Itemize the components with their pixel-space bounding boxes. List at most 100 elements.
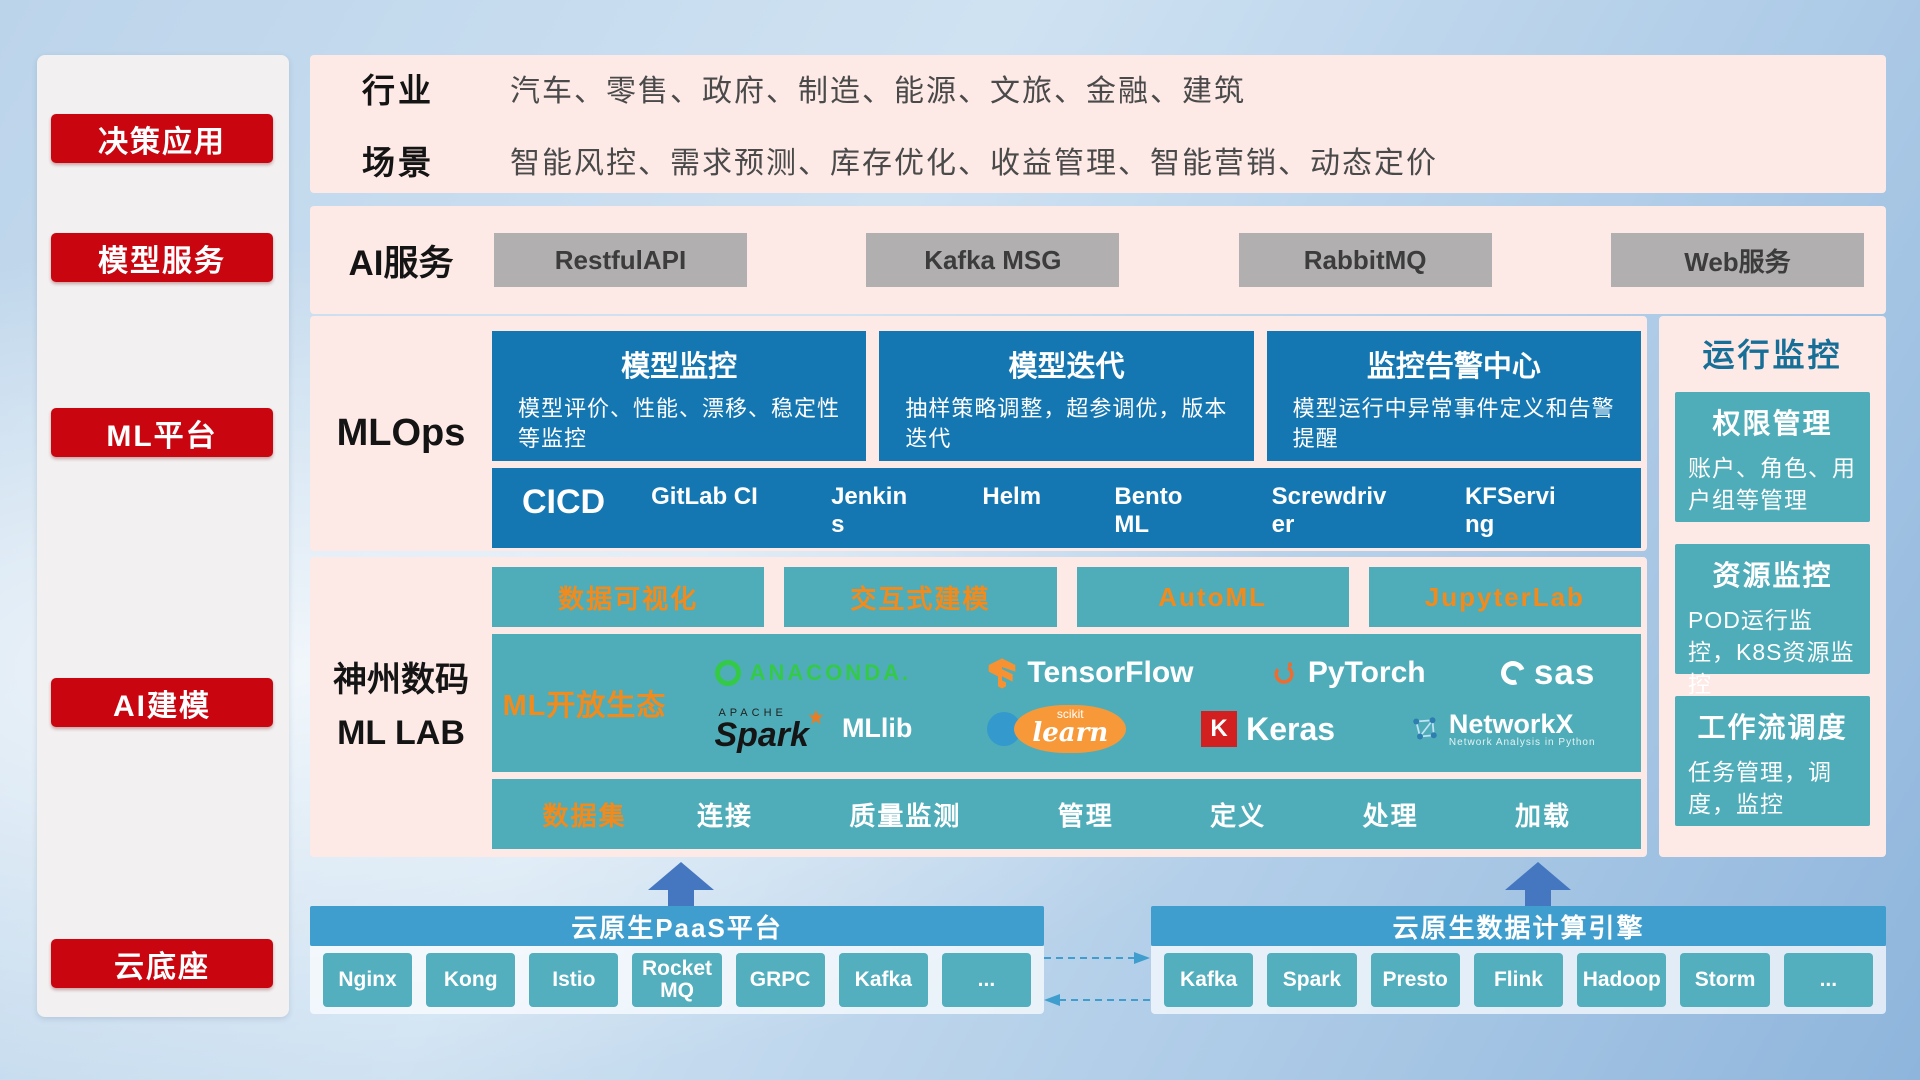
- networkx-icon: [1413, 717, 1437, 740]
- cicd-item-gitlab-ci: GitLab CI: [651, 483, 758, 510]
- cicd-bar: CICD GitLab CI Jenkins Helm BentoML Scre…: [492, 468, 1641, 548]
- networkx-label: NetworkX: [1448, 708, 1574, 739]
- engine-chip-kafka[interactable]: Kafka: [1164, 953, 1254, 1007]
- mllab-body: 数据可视化 交互式建模 AutoML JupyterLab ML开放生态 ANA…: [492, 557, 1647, 857]
- mllab-panel: 神州数码 ML LAB 数据可视化 交互式建模 AutoML JupyterLa…: [310, 557, 1647, 857]
- sidebar-item-ml-platform[interactable]: ML平台: [51, 408, 273, 457]
- dataset-items: 连接 质量监测 管理 定义 处理 加载: [677, 796, 1641, 833]
- ai-service-panel: AI服务 RestfulAPI Kafka MSG RabbitMQ Web服务: [310, 206, 1886, 314]
- engine-chip-more[interactable]: ...: [1783, 953, 1873, 1007]
- card-desc: 账户、角色、用户组等管理: [1688, 455, 1856, 514]
- paas-chip-kafka[interactable]: Kafka: [838, 953, 928, 1007]
- cicd-items: GitLab CI Jenkins Helm BentoML Screwdriv…: [651, 483, 1611, 538]
- mlops-card-model-iteration: 模型迭代 抽样策略调整，超参调优，版本迭代: [879, 331, 1254, 461]
- paas-bar: 云原生PaaS平台: [310, 906, 1044, 946]
- ml-ecosystem-logos: ANACONDA. TensorFlow: [677, 653, 1641, 753]
- mllab-label-line2: ML LAB: [337, 714, 465, 752]
- arrow-stem: [668, 890, 694, 906]
- card-title: 权限管理: [1712, 408, 1833, 439]
- keras-k-icon: K: [1201, 711, 1238, 747]
- sidebar-item-cloud-base[interactable]: 云底座: [51, 939, 273, 988]
- scikit-learn-label: learn: [1032, 718, 1109, 748]
- industry-panel: 行业 汽车、零售、政府、制造、能源、文旅、金融、建筑 场景 智能风控、需求预测、…: [310, 55, 1886, 193]
- service-button-restfulapi[interactable]: RestfulAPI: [494, 233, 747, 287]
- industry-row-label: 行业: [362, 72, 434, 109]
- engine-chip-spark[interactable]: Spark: [1267, 953, 1357, 1007]
- arrow-stem: [1525, 890, 1551, 906]
- sidebar-item-model-services[interactable]: 模型服务: [51, 233, 273, 282]
- engine-chip-hadoop[interactable]: Hadoop: [1577, 953, 1667, 1007]
- dataset-item-quality: 质量监测: [849, 800, 962, 831]
- ml-ecosystem-box: ML开放生态 ANACONDA. TensorFlow: [492, 634, 1641, 772]
- arrow-head: [1505, 862, 1571, 890]
- paas-chip-grpc[interactable]: GRPC: [735, 953, 825, 1007]
- spark-logo: APACHE Spark★: [714, 706, 825, 752]
- card-title: 资源监控: [1712, 560, 1833, 591]
- paas-chip-nginx[interactable]: Nginx: [323, 953, 413, 1007]
- engine-chip-flink[interactable]: Flink: [1473, 953, 1564, 1007]
- dataset-item-define: 定义: [1210, 800, 1267, 831]
- spark-apache-label: APACHE: [718, 706, 787, 719]
- card-desc: 抽样策略调整，超参调优，版本迭代: [905, 396, 1228, 451]
- ai-service-label: AI服务: [348, 243, 454, 283]
- sidebar-item-ai-modeling[interactable]: AI建模: [51, 678, 273, 727]
- ai-service-buttons: RestfulAPI Kafka MSG RabbitMQ Web服务: [492, 233, 1886, 287]
- paas-chip-kong[interactable]: Kong: [426, 953, 516, 1007]
- networkx-subtitle: Network Analysis in Python: [1448, 736, 1596, 748]
- tab-data-visualization[interactable]: 数据可视化: [492, 567, 765, 627]
- card-desc: 模型评价、性能、漂移、稳定性等监控: [518, 396, 841, 451]
- tab-automl[interactable]: AutoML: [1076, 567, 1349, 627]
- mlops-card-model-monitoring: 模型监控 模型评价、性能、漂移、稳定性等监控: [492, 331, 867, 461]
- runtime-monitor-title: 运行监控: [1702, 337, 1843, 373]
- tab-jupyterlab[interactable]: JupyterLab: [1368, 567, 1641, 627]
- dataset-item-manage: 管理: [1057, 800, 1114, 831]
- sidebar: 决策应用 模型服务 ML平台 AI建模 云底座: [37, 55, 289, 1017]
- scenario-row-label: 场景: [362, 144, 434, 181]
- mlops-card-alert-center: 监控告警中心 模型运行中异常事件定义和告警提醒: [1266, 331, 1641, 461]
- tab-interactive-modeling[interactable]: 交互式建模: [784, 567, 1057, 627]
- service-button-rabbitmq[interactable]: RabbitMQ: [1238, 233, 1492, 287]
- anaconda-icon: [714, 660, 741, 686]
- cicd-item-helm: Helm: [982, 483, 1042, 510]
- monitor-card-resources: 资源监控 POD运行监控，K8S资源监控: [1675, 544, 1870, 697]
- spark-mllib-logo: APACHE Spark★ MLlib: [714, 706, 913, 752]
- monitor-card-permissions: 权限管理 账户、角色、用户组等管理: [1675, 392, 1870, 522]
- card-desc: POD运行监控，K8S资源监控: [1688, 607, 1855, 698]
- mlops-panel: MLOps 模型监控 模型评价、性能、漂移、稳定性等监控 模型迭代 抽样策略调整…: [310, 316, 1647, 551]
- dataset-item-process: 处理: [1362, 800, 1419, 831]
- service-button-web[interactable]: Web服务: [1610, 233, 1864, 287]
- sas-logo: sas: [1496, 653, 1595, 693]
- mlops-label: MLOps: [336, 412, 466, 454]
- mllib-label: MLlib: [841, 713, 913, 744]
- sidebar-item-decision-apps[interactable]: 决策应用: [51, 114, 273, 163]
- arrow-head: [648, 862, 714, 890]
- engine-chip-storm[interactable]: Storm: [1680, 953, 1770, 1007]
- dataset-item-connect: 连接: [697, 800, 754, 831]
- cicd-item-screwdriver: Screwdriver: [1271, 483, 1387, 538]
- mllab-label: 神州数码 ML LAB: [310, 557, 492, 857]
- anaconda-logo: ANACONDA.: [714, 660, 911, 686]
- cicd-item-bentoml: BentoML: [1114, 483, 1183, 538]
- scenario-row: 场景 智能风控、需求预测、库存优化、收益管理、智能营销、动态定价: [362, 136, 1886, 184]
- mllab-tabs: 数据可视化 交互式建模 AutoML JupyterLab: [492, 567, 1641, 627]
- up-arrow-icon-right: [1505, 862, 1571, 906]
- networkx-labels: NetworkX Network Analysis in Python: [1448, 708, 1596, 749]
- paas-chip-rocketmq[interactable]: RocketMQ: [632, 953, 722, 1007]
- sas-swirl-icon: [1496, 657, 1529, 689]
- dashed-arrow-icons: [1044, 952, 1150, 1006]
- eco-logos-row-2: APACHE Spark★ MLlib scikit learn: [677, 705, 1633, 753]
- scenario-row-text: 智能风控、需求预测、库存优化、收益管理、智能营销、动态定价: [510, 147, 1438, 180]
- engine-chip-presto[interactable]: Presto: [1370, 953, 1460, 1007]
- paas-chip-istio[interactable]: Istio: [529, 953, 619, 1007]
- industry-row: 行业 汽车、零售、政府、制造、能源、文旅、金融、建筑: [362, 64, 1886, 112]
- eco-logos-row-1: ANACONDA. TensorFlow: [677, 653, 1633, 693]
- dataset-item-load: 加载: [1514, 800, 1571, 831]
- data-engine-bar: 云原生数据计算引擎: [1151, 906, 1886, 946]
- paas-chip-more[interactable]: ...: [941, 953, 1031, 1007]
- service-button-kafka-msg[interactable]: Kafka MSG: [866, 233, 1120, 287]
- cicd-item-kfserving: KFServing: [1464, 483, 1556, 538]
- cicd-item-jenkins: Jenkins: [831, 483, 908, 538]
- tensorflow-logo: TensorFlow: [986, 656, 1194, 690]
- up-arrow-icon-left: [648, 862, 714, 906]
